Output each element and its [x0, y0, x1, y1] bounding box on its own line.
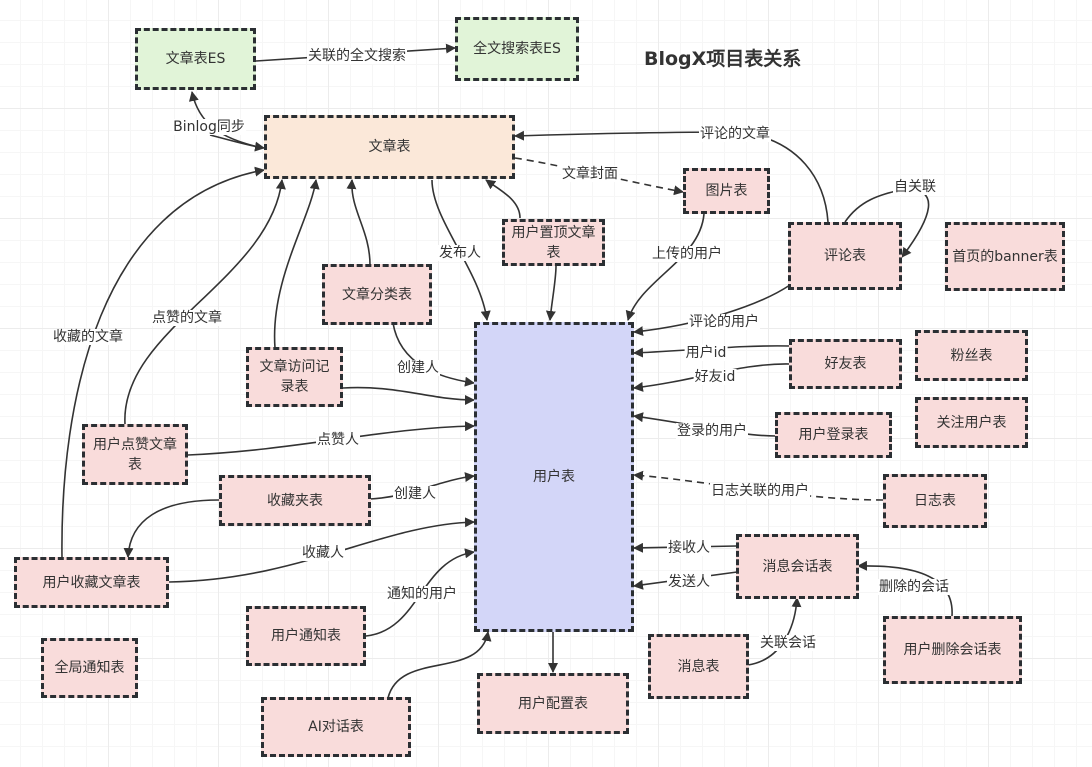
node-user-top-article[interactable]: 用户置顶文章表: [502, 219, 605, 266]
edge-label-publisher: 发布人: [438, 245, 482, 261]
edge-label-friend-id: 好友id: [693, 369, 737, 385]
edge-visit-user: [342, 386, 475, 405]
node-visit-record[interactable]: 文章访问记录表: [246, 347, 343, 407]
node-global-notice[interactable]: 全局通知表: [41, 638, 138, 698]
node-user-config[interactable]: 用户配置表: [477, 673, 629, 734]
edge-binlog-b: [209, 134, 265, 152]
edge-label-deleted-session: 删除的会话: [878, 579, 950, 595]
edge-label-related-session: 关联会话: [759, 635, 817, 651]
edge-label-self-relation: 自关联: [893, 179, 937, 195]
edge-visit-article: [273, 179, 320, 349]
edge-label-log-user: 日志关联的用户: [710, 483, 810, 499]
edge-label-upload-user: 上传的用户: [651, 246, 723, 262]
edge-collect-article: [61, 166, 265, 559]
edge-label-comment-article: 评论的文章: [699, 126, 771, 142]
edge-label-binlog: Binlog同步: [172, 119, 246, 135]
edge-top-user: [545, 265, 557, 321]
edge-comment-user: [633, 284, 791, 337]
node-log[interactable]: 日志表: [883, 474, 987, 528]
edge-label-category-creator: 创建人: [396, 360, 440, 376]
node-favorite-folder[interactable]: 收藏夹表: [219, 475, 371, 526]
edge-label-comment-user: 评论的用户: [688, 314, 760, 330]
edge-upload-user: [625, 213, 705, 321]
edge-folder-collect: [123, 499, 220, 558]
edge-label-receiver: 接收人: [667, 540, 711, 556]
node-follow[interactable]: 关注用户表: [915, 397, 1028, 448]
node-user-notice[interactable]: 用户通知表: [246, 606, 366, 666]
edge-label-collector: 收藏人: [301, 545, 345, 561]
edge-label-notified-user: 通知的用户: [386, 586, 458, 602]
edge-label-liker: 点赞人: [316, 432, 360, 448]
node-user-like-article[interactable]: 用户点赞文章表: [82, 424, 188, 485]
edge-label-sender: 发送人: [667, 574, 711, 590]
edge-label-friend-userid: 用户id: [684, 345, 728, 361]
edge-deleted-session: [857, 560, 953, 617]
node-user[interactable]: 用户表: [474, 322, 634, 632]
edge-like-article: [124, 179, 286, 425]
node-user-delete-session[interactable]: 用户删除会话表: [883, 616, 1022, 684]
edge-category-article: [346, 179, 371, 266]
edge-related-session: [747, 597, 802, 666]
node-article[interactable]: 文章表: [264, 115, 515, 179]
node-ai-chat[interactable]: AI对话表: [261, 697, 411, 757]
edge-top-article: [485, 179, 521, 219]
node-user-collect-article[interactable]: 用户收藏文章表: [14, 557, 169, 608]
node-user-login[interactable]: 用户登录表: [775, 412, 892, 458]
node-category[interactable]: 文章分类表: [322, 264, 432, 325]
edge-label-collected-article: 收藏的文章: [52, 329, 124, 345]
edge-ai-user: [387, 631, 492, 699]
node-image[interactable]: 图片表: [683, 168, 770, 214]
node-message[interactable]: 消息表: [648, 634, 749, 699]
edge-label-es-fulltext: 关联的全文搜索: [307, 48, 407, 64]
edge-label-cover: 文章封面: [561, 166, 619, 182]
node-message-session[interactable]: 消息会话表: [736, 534, 859, 599]
edge-label-liked-article: 点赞的文章: [151, 310, 223, 326]
diagram-title: BlogX项目表关系: [644, 48, 802, 70]
node-fans[interactable]: 粉丝表: [915, 330, 1028, 381]
node-banner[interactable]: 首页的banner表: [945, 222, 1065, 291]
node-article-es[interactable]: 文章表ES: [135, 28, 256, 90]
node-comment[interactable]: 评论表: [788, 222, 902, 290]
edge-label-login-user: 登录的用户: [676, 423, 748, 439]
edge-label-folder-creator: 创建人: [393, 486, 437, 502]
node-friend[interactable]: 好友表: [789, 339, 902, 389]
node-fulltext-es[interactable]: 全文搜索表ES: [455, 17, 579, 81]
